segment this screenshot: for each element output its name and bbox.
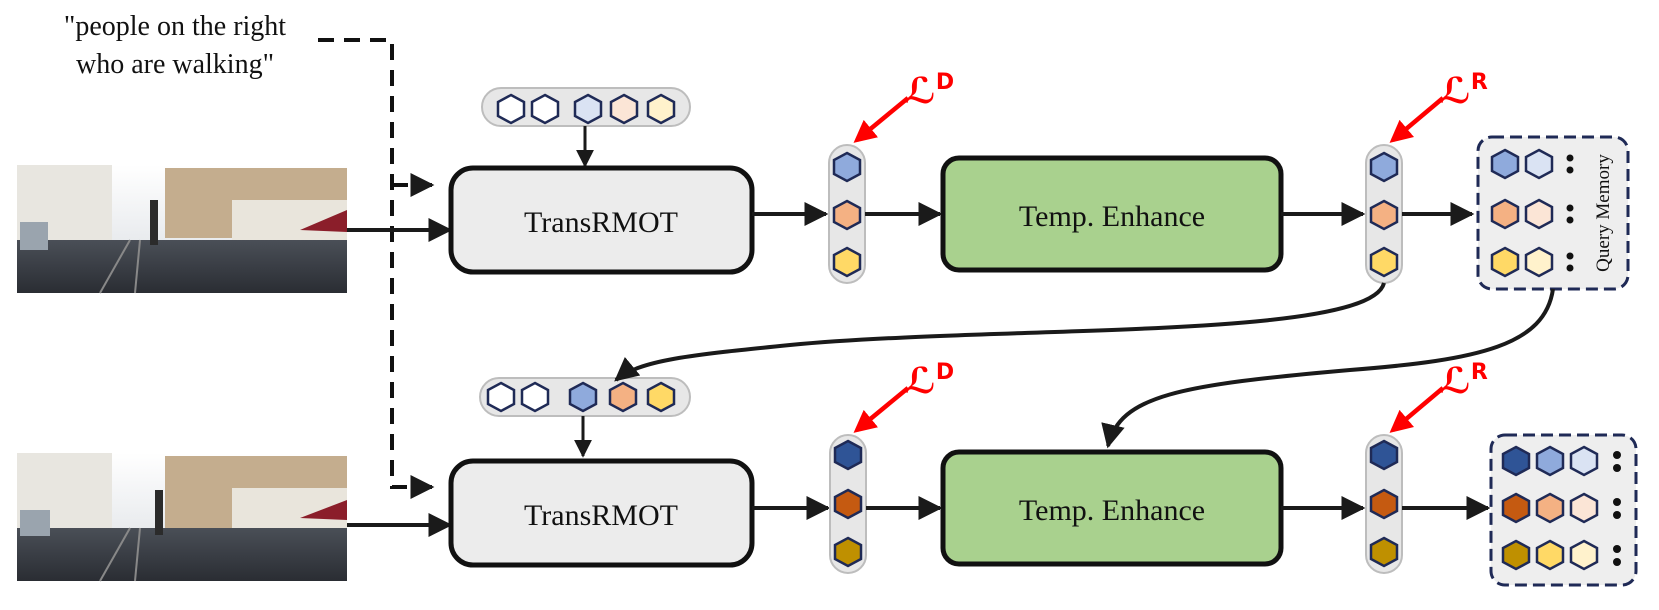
caption-line-1: "people on the right <box>64 11 286 42</box>
hexagon-query-token <box>1369 199 1399 231</box>
enhance-block-top: Temp. Enhance <box>940 155 1284 273</box>
hexagon-query-token <box>1369 536 1399 568</box>
hexagon-query-token <box>496 93 526 125</box>
hexagon-query-token <box>1501 492 1531 524</box>
hexagon-query-token <box>1569 445 1599 477</box>
hexagon-query-token <box>646 381 676 413</box>
query-memory-bottom <box>1489 433 1638 587</box>
detector-label: TransRMOT <box>524 206 678 239</box>
hexagon-query-token <box>530 93 560 125</box>
loss-symbol: ℒ <box>905 71 936 112</box>
red-loss-arrow <box>853 386 910 433</box>
hexagon-query-token <box>833 536 863 568</box>
hexagon-query-token <box>1524 148 1554 180</box>
svg-text:ℒD: ℒD <box>905 70 954 112</box>
hexagon-query-token <box>1369 488 1399 520</box>
loss-superscript: D <box>936 360 954 385</box>
query-token-bar <box>481 87 691 127</box>
hexagon-query-token <box>520 381 550 413</box>
hexagon-query-token <box>1524 198 1554 230</box>
svg-text:ℒR: ℒR <box>1440 360 1488 402</box>
detector-label: TransRMOT <box>524 499 678 532</box>
detection-loss-bottom: ℒD <box>853 360 954 433</box>
memory-label: Query Memory <box>1593 154 1614 272</box>
refined-query-column-top <box>1365 144 1403 284</box>
detector-block-top: TransRMOT <box>448 165 755 275</box>
enhance-label: Temp. Enhance <box>1019 200 1205 233</box>
red-loss-arrow <box>1389 386 1445 433</box>
hexagon-query-token <box>1369 151 1399 183</box>
detection-loss-top: ℒD <box>853 70 954 143</box>
query-token-bar <box>479 377 691 417</box>
enhance-label: Temp. Enhance <box>1019 494 1205 527</box>
hexagon-query-token <box>1535 492 1565 524</box>
hexagon-query-token <box>832 246 862 278</box>
loss-superscript: D <box>936 70 954 95</box>
hexagon-query-token <box>832 199 862 231</box>
loss-superscript: R <box>1471 70 1488 95</box>
detected-query-column-bottom <box>829 434 867 574</box>
svg-text:ℒR: ℒR <box>1440 70 1488 112</box>
loss-symbol: ℒ <box>1440 361 1471 402</box>
caption-line-2: who are walking" <box>76 49 274 80</box>
solid-flow-arrow <box>614 282 1386 382</box>
hexagon-query-token <box>609 93 639 125</box>
hexagon-query-token <box>1524 246 1554 278</box>
dashed-text-arrow <box>318 38 435 499</box>
hexagon-query-token <box>1569 539 1599 571</box>
reference-loss-bottom: ℒR <box>1389 360 1488 433</box>
hexagon-query-token <box>832 151 862 183</box>
hexagon-query-token <box>1490 246 1520 278</box>
hexagon-query-token <box>1501 445 1531 477</box>
detected-query-column-top <box>828 144 866 284</box>
hexagon-query-token <box>1501 539 1531 571</box>
loss-symbol: ℒ <box>905 361 936 402</box>
query-memory-top: Query Memory <box>1476 135 1630 291</box>
red-loss-arrow <box>1389 96 1445 143</box>
hexagon-query-token <box>1490 148 1520 180</box>
hexagon-query-token <box>1569 492 1599 524</box>
hexagon-query-token <box>608 381 638 413</box>
svg-text:ℒD: ℒD <box>905 360 954 402</box>
hexagon-query-token <box>1369 439 1399 471</box>
hexagon-query-token <box>1535 539 1565 571</box>
reference-loss-top: ℒR <box>1389 70 1488 143</box>
hexagon-query-token <box>1369 246 1399 278</box>
refined-query-column-bottom <box>1365 434 1403 574</box>
solid-flow-arrow <box>1101 288 1555 449</box>
hexagon-query-token <box>833 439 863 471</box>
hexagon-query-token <box>1535 445 1565 477</box>
hexagon-query-token <box>646 93 676 125</box>
hexagon-query-token <box>486 381 516 413</box>
hexagon-query-token <box>833 488 863 520</box>
hexagon-query-token <box>568 381 598 413</box>
loss-superscript: R <box>1471 360 1488 385</box>
street-scene-photo <box>17 453 347 582</box>
hexagon-query-token <box>573 93 603 125</box>
hexagon-query-token <box>1490 198 1520 230</box>
enhance-block-bottom: Temp. Enhance <box>940 449 1284 567</box>
red-loss-arrow <box>853 96 910 143</box>
detector-block-bottom: TransRMOT <box>448 458 755 568</box>
loss-symbol: ℒ <box>1440 71 1471 112</box>
street-scene-photo <box>17 165 347 294</box>
